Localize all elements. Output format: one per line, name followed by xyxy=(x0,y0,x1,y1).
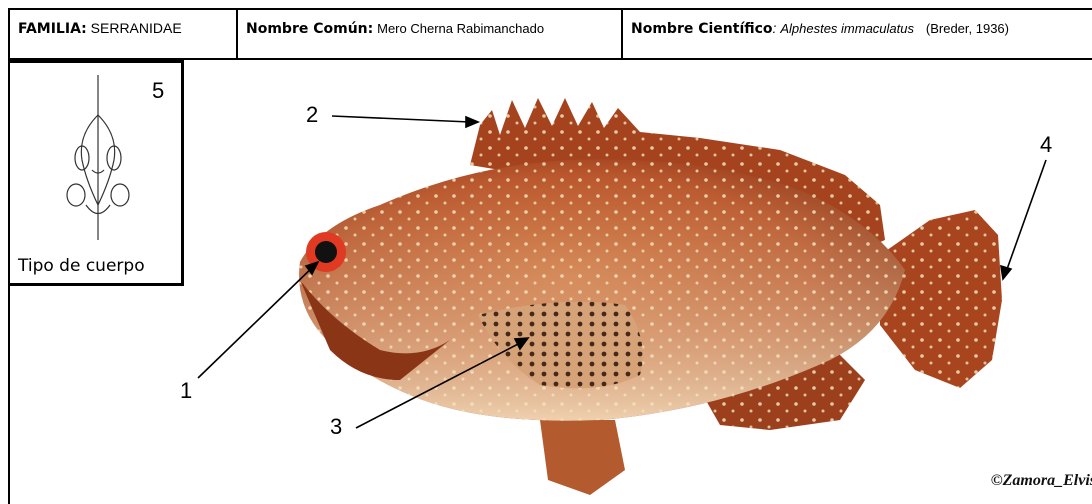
callout-2: 2 xyxy=(306,102,318,128)
callout-3: 3 xyxy=(330,414,342,440)
callout-4: 4 xyxy=(1040,132,1052,158)
body-type-sketch-overlay xyxy=(0,0,190,290)
photo-credit: ©Zamora_Elvis xyxy=(991,472,1092,490)
callout-1: 1 xyxy=(180,378,192,404)
pelvic-fin xyxy=(540,420,625,495)
caudal-fin xyxy=(880,210,1002,388)
eye-pupil xyxy=(315,241,337,263)
